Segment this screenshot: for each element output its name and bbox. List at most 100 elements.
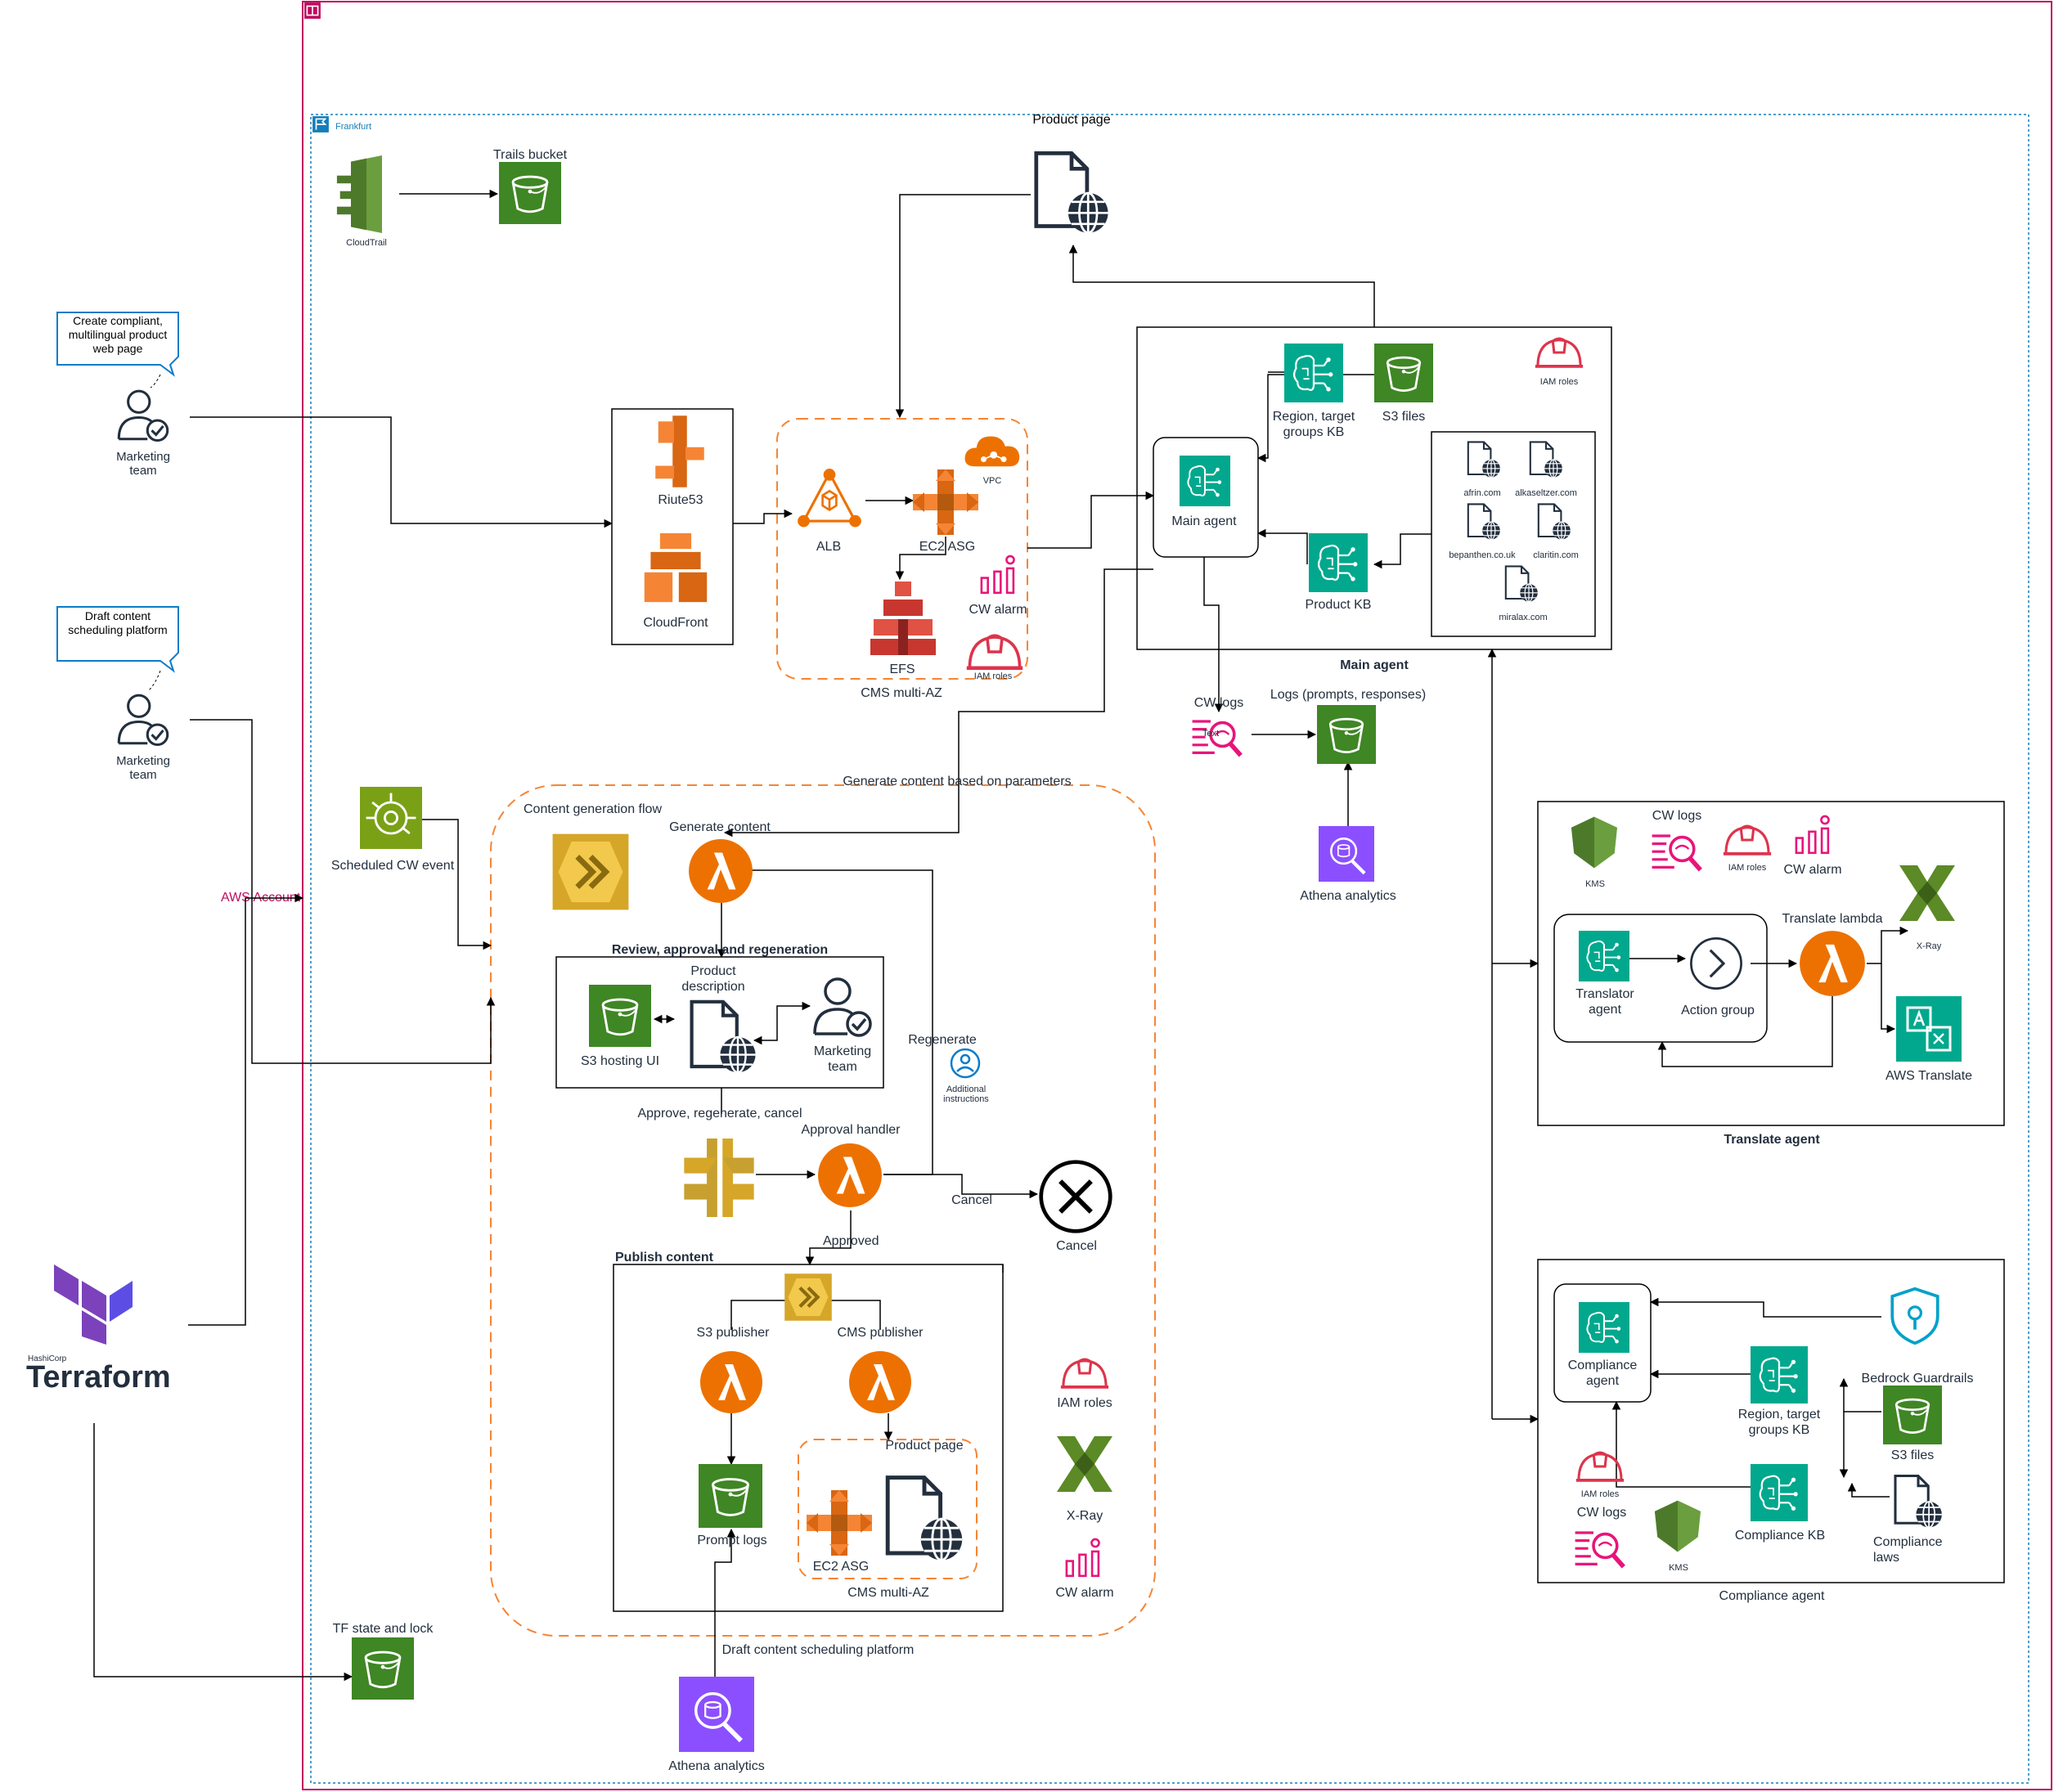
publish-title: Publish content <box>615 1251 714 1264</box>
translate-iam-label: IAM roles <box>1728 863 1767 873</box>
prompt-logs-icon <box>699 1464 762 1528</box>
translate-cw-alarm-label: CW alarm <box>1783 863 1841 877</box>
logs-bucket-label: Logs (prompts, responses) <box>1270 688 1426 702</box>
scheduled-event-icon <box>360 787 422 849</box>
xray-icon <box>1057 1436 1112 1492</box>
tf-state-label: TF state and lock <box>333 1622 434 1636</box>
compliance-kb-label: Compliance KB <box>1735 1529 1825 1543</box>
cloudfront-label: CloudFront <box>643 616 708 630</box>
iam-helmet-icon <box>1061 1359 1108 1387</box>
cancel-node-label: Cancel <box>1056 1239 1097 1253</box>
compliance-kms-label: KMS <box>1669 1563 1688 1573</box>
compliance-laws-label: Compliance laws <box>1873 1535 1943 1565</box>
lambda-icon <box>849 1351 911 1413</box>
translator-agent-label: Translator agent <box>1575 987 1634 1017</box>
lambda-icon <box>1800 931 1865 996</box>
prompt-logs-label: Prompt logs <box>697 1534 766 1547</box>
route53-label: Riute53 <box>658 493 703 507</box>
site-1: afrin.com <box>1463 488 1500 498</box>
draft-content-group <box>490 784 1156 1637</box>
compliance-kb-icon <box>1751 1464 1808 1521</box>
person-head-icon <box>960 1053 971 1065</box>
flow-athena-label: Athena analytics <box>668 1759 764 1773</box>
edge-services-box <box>611 408 734 645</box>
flow-xray-label: X-Ray <box>1067 1509 1103 1523</box>
content-flow-label: Content generation flow <box>524 802 662 816</box>
draft-group-label: Draft content scheduling platform <box>722 1643 915 1657</box>
tf-state-icon <box>352 1637 414 1700</box>
athena-icon <box>1319 826 1374 882</box>
callout-1-text: Create compliant, multilingual product w… <box>68 314 168 355</box>
terraform-label: Terraform <box>26 1360 171 1395</box>
logs-bucket-icon <box>1317 705 1376 764</box>
main-agent-node-label: Main agent <box>1171 514 1237 528</box>
translator-agent-icon <box>1579 931 1629 981</box>
trails-bucket-label: Trails bucket <box>493 148 568 162</box>
inner-cms-label: CMS multi-AZ <box>847 1586 929 1600</box>
iam-roles-label: IAM roles <box>974 671 1013 681</box>
product-page-label: Product page <box>1032 113 1111 127</box>
lambda-icon <box>689 839 753 903</box>
lambda-icon <box>700 1351 762 1413</box>
flow-cw-alarm-label: CW alarm <box>1055 1586 1113 1600</box>
translate-lambda-label: Translate lambda <box>1782 912 1882 926</box>
compliance-s3-label: S3 files <box>1891 1448 1934 1462</box>
product-kb-label: Product KB <box>1306 598 1372 612</box>
s3-files-icon <box>1883 1386 1942 1444</box>
scheduled-event-label: Scheduled CW event <box>331 859 455 873</box>
site-4: claritin.com <box>1533 550 1579 560</box>
api-gateway-icon <box>684 1139 754 1217</box>
person-body-icon <box>956 1066 974 1072</box>
terraform-icon <box>54 1264 133 1345</box>
translate-xray-label: X-Ray <box>1917 941 1942 951</box>
alb-icon <box>796 468 863 529</box>
generate-params-label: Generate content based on parameters <box>843 775 1071 788</box>
action-group-label: Action group <box>1681 1004 1755 1017</box>
guardrails-label: Bedrock Guardrails <box>1862 1372 1974 1386</box>
approval-handler-label: Approval handler <box>802 1123 901 1137</box>
edges <box>93 189 1909 1682</box>
additional-label: Additional instructions <box>943 1085 989 1104</box>
region-kb-icon <box>1284 344 1343 402</box>
marketing-team-2-label: Marketing team <box>116 754 170 782</box>
account-icon <box>303 2 321 20</box>
cloudtrail-icon <box>336 155 382 233</box>
efs-icon <box>870 582 936 655</box>
iam-helmet-icon <box>967 636 1023 668</box>
s3-bucket-icon <box>499 162 561 224</box>
user-icon <box>117 389 169 442</box>
generate-content-label: Generate content <box>669 820 771 834</box>
s3-files-icon <box>1374 344 1433 402</box>
review-title: Review, approval and regeneration <box>612 943 828 957</box>
marketing-team-1-label: Marketing team <box>116 450 170 478</box>
hashicorp-label: HashiCorp <box>28 1354 67 1363</box>
regenerate-label: Regenerate <box>908 1033 977 1047</box>
athena-icon <box>679 1677 754 1752</box>
region-flag-icon <box>312 115 330 133</box>
translate-kms-label: KMS <box>1585 879 1605 889</box>
cw-logs-label: CW logs <box>1194 696 1243 710</box>
main-iam-label: IAM roles <box>1540 377 1579 387</box>
site-5: miralax.com <box>1499 613 1547 622</box>
review-marketing-label: Marketing team <box>813 1044 872 1074</box>
compliance-iam-label: IAM roles <box>1581 1489 1620 1499</box>
step-functions-icon <box>553 834 629 910</box>
compliance-agent-label: Compliance agent <box>1567 1359 1638 1388</box>
compliance-cw-logs-label: CW logs <box>1577 1506 1626 1520</box>
site-2: alkaseltzer.com <box>1515 488 1577 498</box>
site-3: bepanthen.co.uk <box>1449 550 1516 560</box>
cw-alarm-label: CW alarm <box>969 603 1027 617</box>
product-desc-label: Product description <box>681 964 745 994</box>
cw-alarm-icon <box>980 555 1015 595</box>
cancel-edge-label: Cancel <box>951 1193 992 1207</box>
approve-label: Approve, regenerate, cancel <box>637 1107 802 1121</box>
marketing-team-1: Create compliant, multilingual product w… <box>56 312 179 478</box>
callout-2-text: Draft content scheduling platform <box>68 609 168 636</box>
main-region-kb-label: Region, target groups KB <box>1272 410 1355 439</box>
step-functions-icon <box>784 1273 832 1321</box>
region-label: Frankfurt <box>335 122 371 132</box>
region-frankfurt-boundary <box>310 114 2029 1784</box>
main-agent-title: Main agent <box>1340 658 1409 672</box>
